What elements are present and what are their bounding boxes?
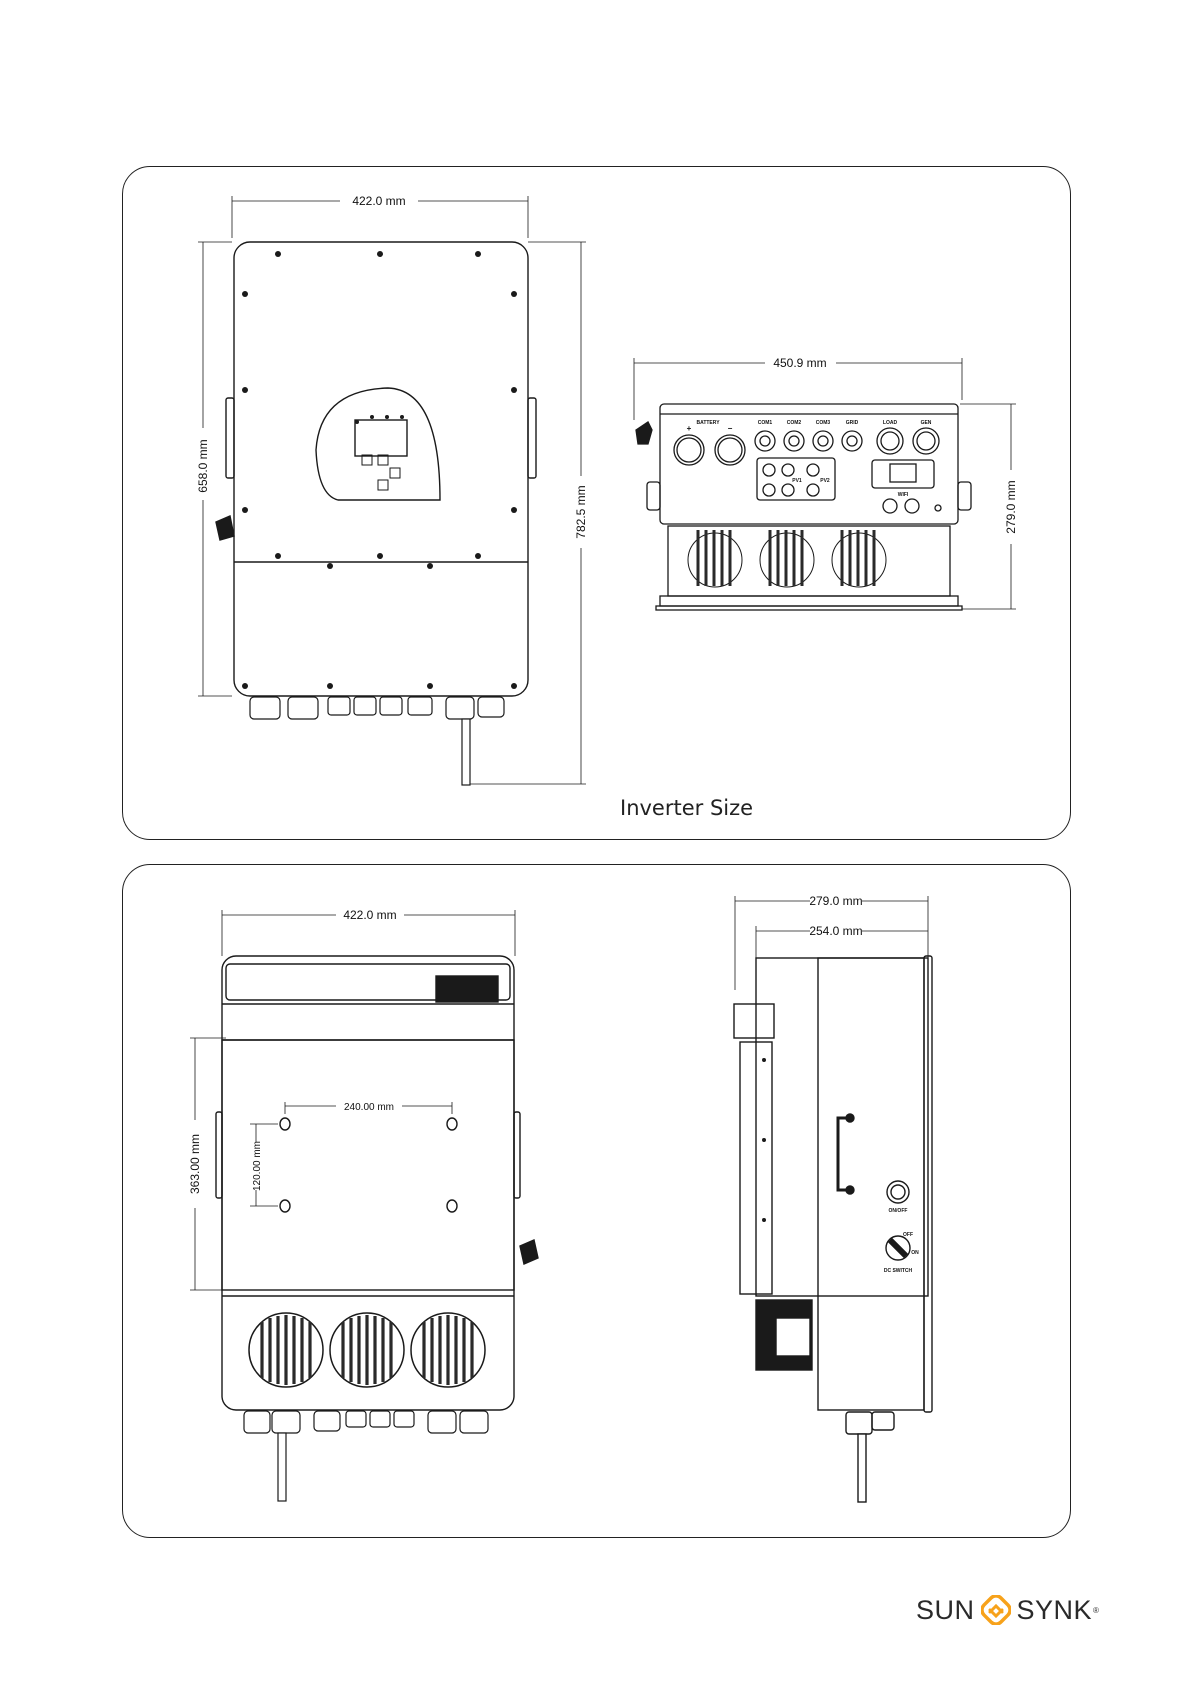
sunsynk-logo: SUN SYNK ® xyxy=(916,1594,1099,1626)
front-view xyxy=(198,196,586,784)
rear-view-glands xyxy=(244,1411,488,1501)
on-off-label: ON/OFF xyxy=(889,1208,908,1214)
pv2-label: PV2 xyxy=(820,478,830,484)
front-total-height-label: 782.5 mm xyxy=(574,485,588,538)
bottom-depth-label: 279.0 mm xyxy=(1004,480,1018,533)
port-label-load: LOAD xyxy=(883,420,898,426)
rear-view xyxy=(190,910,538,1410)
front-height-label: 658.0 mm xyxy=(196,439,210,492)
bottom-view xyxy=(634,358,1016,610)
front-width-label: 422.0 mm xyxy=(352,194,405,208)
battery-plus-label: + xyxy=(687,424,692,433)
rear-view-fan-grilles xyxy=(262,1315,472,1385)
switch-on-label: ON xyxy=(911,1250,919,1256)
hole-vertical-spacing-label: 120.00 mm xyxy=(252,1141,263,1191)
hole-horizontal-spacing-label: 240.00 mm xyxy=(344,1102,394,1113)
port-label-battery: BATTERY xyxy=(696,420,720,426)
brand-left-text: SUN xyxy=(916,1595,975,1626)
front-view-glands xyxy=(250,697,504,785)
battery-minus-label: − xyxy=(728,424,733,433)
port-label-com3: COM3 xyxy=(816,420,831,426)
inverter-size-caption: Inverter Size xyxy=(620,796,753,820)
pv1-label: PV1 xyxy=(792,478,802,484)
bottom-width-label: 450.9 mm xyxy=(773,356,826,370)
port-label-com1: COM1 xyxy=(758,420,773,426)
port-label-grid: GRID xyxy=(846,420,859,426)
rear-width-label: 422.0 mm xyxy=(343,908,396,922)
port-label-com2: COM2 xyxy=(787,420,802,426)
wifi-label: WIFI xyxy=(898,492,909,498)
rear-mount-height-label: 363.00 mm xyxy=(188,1134,202,1194)
port-label-gen: GEN xyxy=(921,420,932,426)
switch-off-label: OFF xyxy=(903,1232,913,1238)
brand-right-text: SYNK xyxy=(1017,1595,1093,1626)
side-inner-depth-label: 254.0 mm xyxy=(809,924,862,938)
side-view xyxy=(734,896,932,1502)
sunsynk-swirl-icon xyxy=(981,1595,1011,1625)
front-view-screws xyxy=(242,251,517,689)
side-outer-depth-label: 279.0 mm xyxy=(809,894,862,908)
bottom-view-port-labels: BATTERY COM1 COM2 COM3 GRID LOAD GEN + −… xyxy=(687,420,932,498)
side-view-screws xyxy=(762,1058,766,1222)
registered-mark: ® xyxy=(1093,1606,1099,1615)
dc-switch-label: DC SWITCH xyxy=(884,1268,913,1274)
